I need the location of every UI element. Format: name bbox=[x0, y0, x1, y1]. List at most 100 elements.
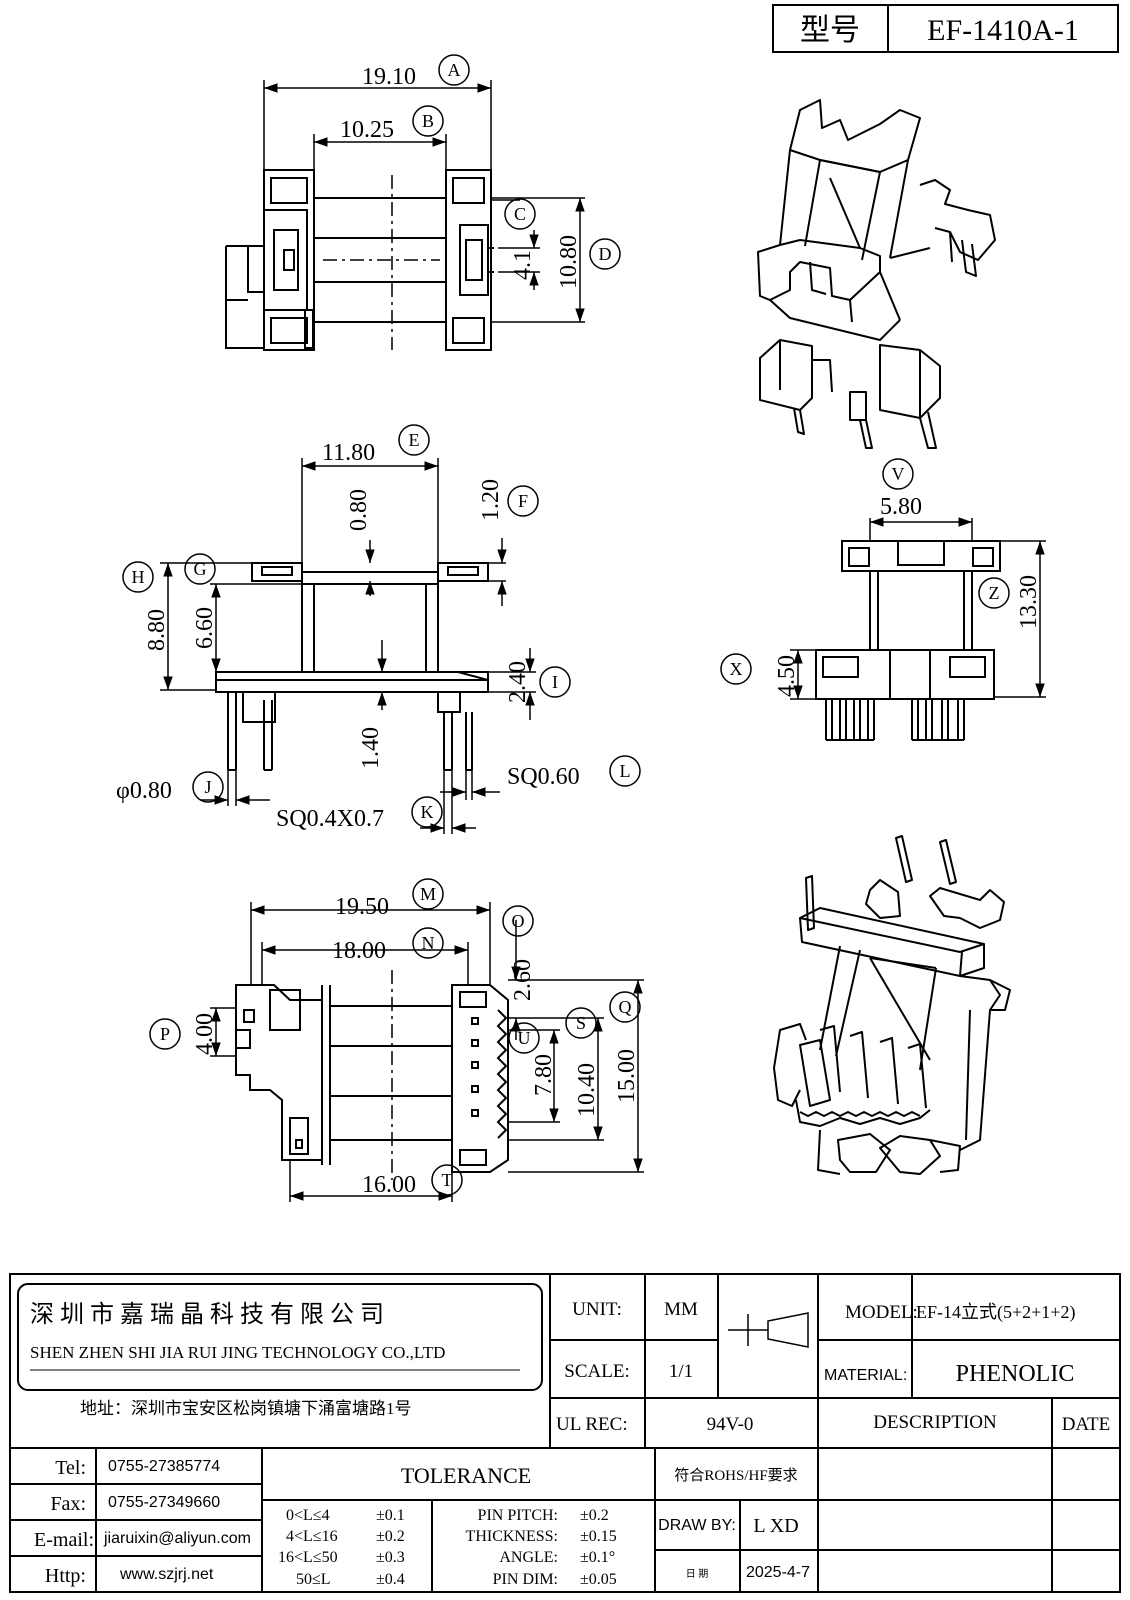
dim-8-80-value: 8.80 bbox=[144, 609, 170, 651]
dim-a-value: 19.10 bbox=[362, 64, 416, 90]
tag-m: M bbox=[420, 884, 436, 904]
email-value: jiaruixin@aliyun.com bbox=[103, 1530, 251, 1547]
company-name-cn: 深 圳 市 嘉 瑞 晶 科 技 有 限 公 司 bbox=[30, 1301, 384, 1328]
tag-a: A bbox=[448, 60, 461, 80]
dim-6-60-value: 6.60 bbox=[192, 607, 218, 649]
dim-j-value: φ0.80 bbox=[116, 778, 172, 804]
dim-2-60-value: 2.60 bbox=[510, 959, 536, 1001]
dim-p-value: 4.00 bbox=[192, 1013, 218, 1055]
model-field-label: MODEL: bbox=[845, 1302, 918, 1323]
tag-x: X bbox=[730, 659, 743, 679]
isometric-view-top bbox=[757, 99, 996, 449]
tag-i: I bbox=[552, 672, 558, 692]
unit-label: UNIT: bbox=[572, 1299, 622, 1320]
tag-z: Z bbox=[989, 583, 1000, 603]
tag-g: G bbox=[194, 559, 207, 579]
tag-e: E bbox=[409, 430, 420, 450]
tol-range-3: 50≤L bbox=[296, 1571, 331, 1588]
dim-k-value: SQ0.4X0.7 bbox=[276, 806, 384, 832]
tag-o: O bbox=[512, 911, 525, 931]
spec-tol-0: ±0.2 bbox=[580, 1507, 609, 1524]
title-block-text: 深 圳 市 嘉 瑞 晶 科 技 有 限 公 司 SHEN ZHEN SHI JI… bbox=[30, 1299, 1110, 1588]
spec-tol-3: ±0.05 bbox=[580, 1571, 617, 1588]
tag-t: T bbox=[442, 1170, 453, 1190]
side-view-dimensions bbox=[790, 517, 1046, 700]
dim-t-value: 16.00 bbox=[362, 1172, 416, 1198]
unit-value: MM bbox=[664, 1299, 698, 1320]
tag-l: L bbox=[620, 761, 631, 781]
top-view-dimensions bbox=[263, 80, 585, 323]
fax-value: 0755-27349660 bbox=[108, 1494, 220, 1511]
date-label: DATE bbox=[1062, 1414, 1111, 1435]
scale-value: 1/1 bbox=[669, 1361, 693, 1382]
model-label: 型号 bbox=[800, 14, 860, 47]
spec-name-0: PIN PITCH: bbox=[478, 1507, 558, 1524]
company-name-en: SHEN ZHEN SHI JIA RUI JING TECHNOLOGY CO… bbox=[30, 1343, 445, 1362]
spec-name-3: PIN DIM: bbox=[493, 1571, 558, 1588]
tol-value-2: ±0.3 bbox=[376, 1549, 405, 1566]
draw-by-label: DRAW BY: bbox=[658, 1517, 736, 1534]
tag-p: P bbox=[160, 1024, 170, 1044]
front-view bbox=[215, 562, 489, 771]
tag-h: H bbox=[132, 567, 145, 587]
isometric-view-bottom bbox=[773, 835, 1011, 1175]
dim-7-80-value: 7.80 bbox=[531, 1054, 557, 1096]
dim-4-1-value: 4.1 bbox=[510, 250, 536, 280]
tol-range-1: 4<L≤16 bbox=[286, 1528, 338, 1545]
bottom-view bbox=[235, 970, 509, 1180]
dim-n-value: 18.00 bbox=[332, 938, 386, 964]
tag-v: V bbox=[892, 464, 905, 484]
date-cn-label: 日 期 bbox=[686, 1568, 709, 1580]
tag-c: C bbox=[514, 204, 526, 224]
dim-z-value: 13.30 bbox=[1016, 575, 1042, 629]
rohs-note: 符合ROHS/HF要求 bbox=[674, 1467, 797, 1484]
tel-label: Tel: bbox=[55, 1457, 86, 1479]
dim-b-value: 10.25 bbox=[340, 117, 394, 143]
dim-l-value: SQ0.60 bbox=[507, 764, 580, 790]
title-block bbox=[9, 1273, 1121, 1593]
tag-f: F bbox=[518, 491, 528, 511]
spec-tol-1: ±0.15 bbox=[580, 1528, 617, 1545]
top-view bbox=[225, 169, 494, 351]
scale-label: SCALE: bbox=[564, 1361, 629, 1382]
dim-x-value: 4.50 bbox=[774, 655, 800, 697]
tol-value-0: ±0.1 bbox=[376, 1507, 405, 1524]
tag-j: J bbox=[204, 777, 211, 797]
dim-i-value: 2.40 bbox=[505, 661, 531, 703]
model-number: EF-1410A-1 bbox=[927, 14, 1079, 47]
spec-name-2: ANGLE: bbox=[499, 1549, 558, 1566]
description-label: DESCRIPTION bbox=[873, 1412, 997, 1433]
dim-0-80-value: 0.80 bbox=[346, 489, 372, 531]
tag-k: K bbox=[421, 802, 434, 822]
bottom-view-dimensions bbox=[210, 902, 644, 1202]
tag-b: B bbox=[422, 111, 434, 131]
dim-q-value: 15.00 bbox=[614, 1049, 640, 1103]
spec-tol-2: ±0.1° bbox=[580, 1549, 615, 1566]
tel-value: 0755-27385774 bbox=[108, 1458, 220, 1475]
spec-name-1: THICKNESS: bbox=[466, 1528, 558, 1545]
tag-n: N bbox=[422, 933, 435, 953]
date-value: 2025-4-7 bbox=[746, 1564, 810, 1581]
draw-by-value: L XD bbox=[753, 1515, 798, 1537]
model-number-box: 型号 EF-1410A-1 bbox=[772, 4, 1119, 53]
ul-value: 94V-0 bbox=[707, 1414, 754, 1435]
tol-range-2: 16<L≤50 bbox=[278, 1549, 338, 1566]
ul-label: UL REC: bbox=[556, 1414, 628, 1435]
dim-m-value: 19.50 bbox=[335, 894, 389, 920]
dim-f-value: 1.20 bbox=[478, 479, 504, 521]
material-value: PHENOLIC bbox=[956, 1361, 1075, 1387]
http-value: www.szjrj.net bbox=[119, 1566, 214, 1583]
material-label: MATERIAL: bbox=[824, 1367, 907, 1384]
tag-d: D bbox=[599, 244, 612, 264]
company-address: 地址：深圳市宝安区松岗镇塘下涌富塘路1号 bbox=[80, 1399, 412, 1418]
dim-10-40-value: 10.40 bbox=[574, 1063, 600, 1117]
model-field-value: EF-14立式(5+2+1+2) bbox=[916, 1302, 1075, 1323]
dim-d-value: 10.80 bbox=[556, 235, 582, 289]
tol-value-3: ±0.4 bbox=[376, 1571, 405, 1588]
tag-u: U bbox=[518, 1028, 531, 1048]
dim-e-value: 11.80 bbox=[322, 440, 375, 466]
tag-q: Q bbox=[619, 997, 632, 1017]
reference-tags: A B C D E F G H I J K L V Z X M N O P U … bbox=[122, 54, 1010, 1196]
email-label: E-mail: bbox=[34, 1529, 94, 1551]
dimension-labels: 19.10 10.25 4.1 10.80 11.80 1.20 0.80 8.… bbox=[116, 64, 1042, 1198]
